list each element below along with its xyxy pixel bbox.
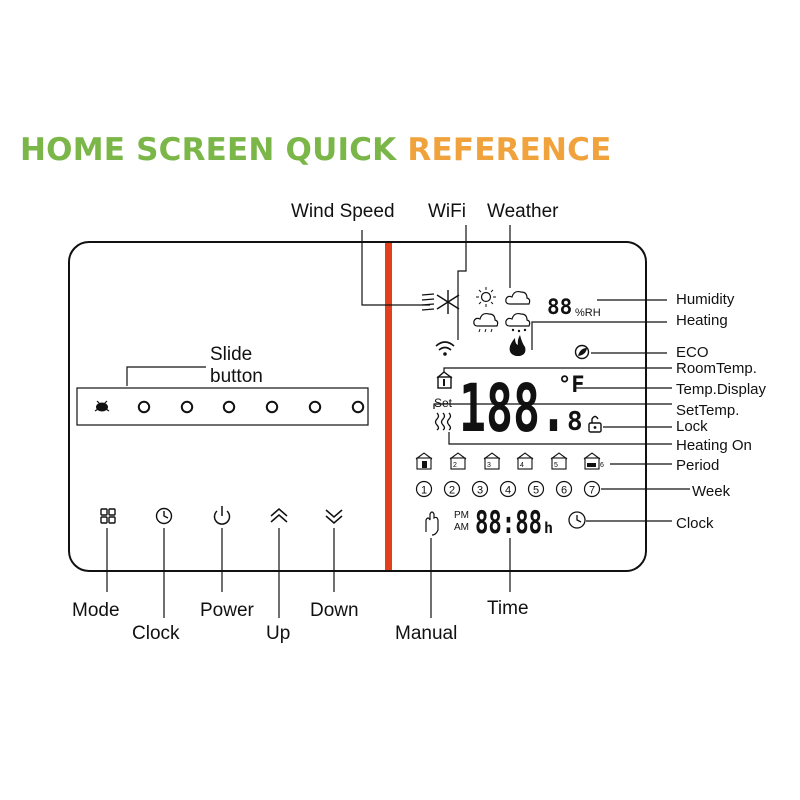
period-number: 2 <box>453 462 457 469</box>
lock-bug-icon <box>94 400 110 412</box>
period-6-icon: 6 <box>583 452 604 470</box>
slide-dot <box>351 400 365 414</box>
set-temp-leader <box>433 403 672 409</box>
time-unit: h <box>544 519 553 537</box>
slide-dot <box>222 400 236 414</box>
up-label: Up <box>266 623 291 644</box>
period-number: 6 <box>600 462 604 469</box>
wifi-callout: WiFi <box>428 201 466 222</box>
panel-divider <box>385 243 392 570</box>
wind-speed-icon <box>421 290 460 314</box>
title-part-green: HOME SCREEN QUICK <box>20 132 408 168</box>
heating-on-leader <box>448 432 672 445</box>
slide-dot <box>265 400 279 414</box>
clock-label: Clock <box>132 623 180 644</box>
set-temp-callout: SetTemp. <box>676 402 740 419</box>
pm-label: PM <box>454 510 469 521</box>
mode-label: Mode <box>72 600 120 621</box>
weekday-7: 7 <box>583 480 601 498</box>
weekday-6: 6 <box>555 480 573 498</box>
eco-icon <box>574 344 590 360</box>
title-part-orange: REFERENCE <box>407 132 612 168</box>
device-frame <box>68 241 647 572</box>
svg-text:1: 1 <box>421 485 427 497</box>
clock-icon[interactable] <box>155 507 173 525</box>
weekday-1: 1 <box>415 480 433 498</box>
slide-dot <box>308 400 322 414</box>
period-3-icon: 3 <box>483 452 501 470</box>
heating-callout: Heating <box>676 312 728 329</box>
slide-callout-line <box>126 366 206 386</box>
svg-text:7: 7 <box>589 485 595 497</box>
humidity-unit: %RH <box>575 307 601 319</box>
svg-text:2: 2 <box>449 485 455 497</box>
slide-button[interactable] <box>76 387 369 426</box>
slide-button-label-line2: button <box>210 366 263 387</box>
slide-button-label-line1: Slide <box>210 344 253 365</box>
temperature-decimal: 8 <box>567 407 583 437</box>
period-2-icon: 2 <box>449 452 467 470</box>
humidity-callout: Humidity <box>676 291 735 308</box>
rain-icon <box>473 312 499 333</box>
temperature-unit: °F <box>558 373 585 398</box>
humidity-digits: 88 <box>547 295 572 319</box>
period-5-icon: 5 <box>550 452 568 470</box>
temp-display-callout: Temp.Display <box>676 381 767 398</box>
mode-grid-icon[interactable] <box>100 508 116 524</box>
slide-dot <box>180 400 194 414</box>
period-icons: 2 3 4 5 6 <box>415 452 604 470</box>
svg-text:4: 4 <box>505 485 511 497</box>
week-callout: Week <box>692 483 731 500</box>
eco-callout: ECO <box>676 344 709 361</box>
weekday-3: 3 <box>471 480 489 498</box>
period-4-icon: 4 <box>516 452 534 470</box>
chevron-down-icon[interactable] <box>325 509 343 524</box>
clock-callout: Clock <box>676 515 714 532</box>
power-label: Power <box>200 600 254 621</box>
sun-icon <box>476 287 496 307</box>
time-callout: Time <box>487 598 529 619</box>
heating-on-icon <box>434 412 452 431</box>
manual-hand-icon <box>425 511 439 536</box>
heating-on-callout: Heating On <box>676 437 752 454</box>
room-temp-leader <box>443 367 672 372</box>
snow-icon <box>505 312 531 333</box>
cloud-icon <box>505 290 531 305</box>
set-label: Set <box>434 396 453 410</box>
weekday-4: 4 <box>499 480 517 498</box>
week-days: 1 2 3 4 5 6 7 <box>415 480 601 498</box>
lock-callout: Lock <box>676 418 708 435</box>
weekday-5: 5 <box>527 480 545 498</box>
svg-text:3: 3 <box>477 485 483 497</box>
weather-callout: Weather <box>487 201 559 222</box>
period-number: 4 <box>520 462 524 469</box>
period-number: 5 <box>554 462 558 469</box>
svg-text:5: 5 <box>533 485 539 497</box>
svg-text:6: 6 <box>561 485 567 497</box>
room-temp-icon <box>436 371 453 389</box>
slide-dot <box>137 400 151 414</box>
chevron-up-icon[interactable] <box>270 508 288 523</box>
period-1-icon <box>415 452 433 470</box>
am-label: AM <box>454 522 469 533</box>
room-temp-callout: RoomTemp. <box>676 360 757 377</box>
down-label: Down <box>310 600 359 621</box>
lock-icon <box>588 415 602 433</box>
wifi-leader <box>457 225 467 340</box>
weekday-2: 2 <box>443 480 461 498</box>
wifi-icon <box>435 341 455 356</box>
period-callout: Period <box>676 457 720 474</box>
manual-callout: Manual <box>395 623 458 644</box>
flame-icon <box>509 335 526 356</box>
wind-speed-leader <box>361 230 430 306</box>
temperature-digits: 188. <box>459 370 567 447</box>
page-title: HOME SCREEN QUICK REFERENCE <box>20 132 612 168</box>
period-number: 3 <box>487 462 491 469</box>
display-clock-icon <box>568 511 586 529</box>
power-icon[interactable] <box>213 506 231 525</box>
wind-speed-callout: Wind Speed <box>291 201 395 222</box>
heating-leader <box>531 321 667 350</box>
time-digits: 88:88 <box>475 505 542 541</box>
